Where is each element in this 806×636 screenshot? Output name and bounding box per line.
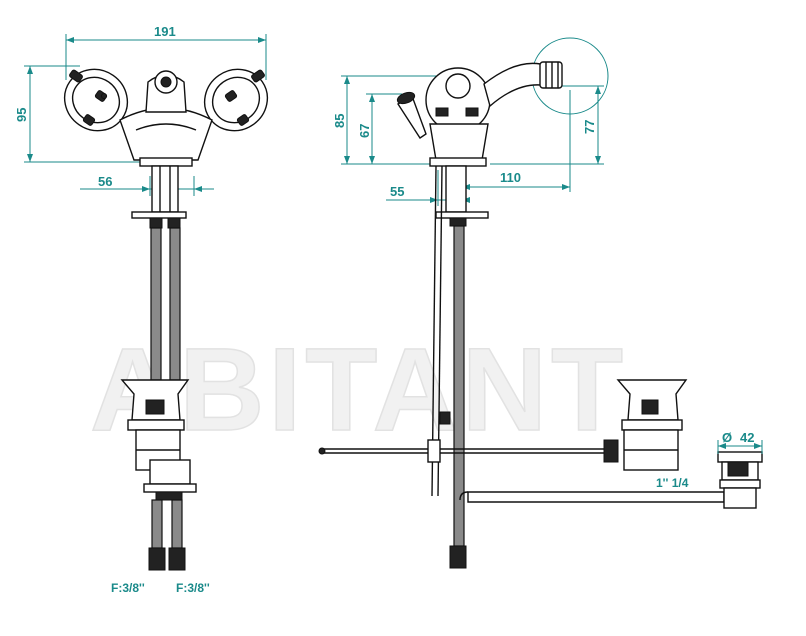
popup-rod (318, 439, 619, 463)
height-label: 95 (14, 108, 29, 122)
reach-label: 110 (500, 170, 521, 185)
pipe-label: 1'' 1/4 (656, 476, 689, 490)
total-height-label: 85 (332, 114, 347, 128)
lever-height-label: 67 (357, 124, 372, 138)
diameter-symbol: Ø (722, 430, 732, 445)
waste-diameter-label: 42 (740, 430, 754, 445)
front-view: 191 95 56 (14, 24, 269, 595)
spacing-dimension: 56 (80, 174, 214, 196)
front-lower-hoses (148, 499, 186, 571)
drain-pipe (459, 451, 763, 509)
lever-height-dimension: 67 (357, 93, 402, 164)
height-dimension: 95 (14, 65, 140, 163)
side-body (396, 61, 563, 167)
total-height-dimension: 85 (332, 75, 440, 165)
front-body (119, 70, 213, 167)
width-label: 191 (154, 24, 176, 39)
offset-label: 55 (390, 184, 404, 199)
front-waste (120, 379, 197, 501)
spout-height-label: 77 (582, 120, 597, 134)
side-waste (616, 379, 688, 471)
waste-diameter-dimension: Ø 42 (717, 430, 763, 454)
side-shank (431, 165, 489, 569)
front-shank (131, 165, 187, 229)
width-dimension: 191 (65, 24, 267, 80)
side-view: 85 67 77 55 (318, 37, 763, 569)
connection-right-label: F:3/8'' (176, 581, 210, 595)
connection-left-label: F:3/8'' (111, 581, 145, 595)
reach-dimension: 110 (462, 90, 571, 192)
spacing-label: 56 (98, 174, 112, 189)
spout-height-dimension: 77 (490, 37, 609, 165)
right-handle (203, 68, 269, 132)
